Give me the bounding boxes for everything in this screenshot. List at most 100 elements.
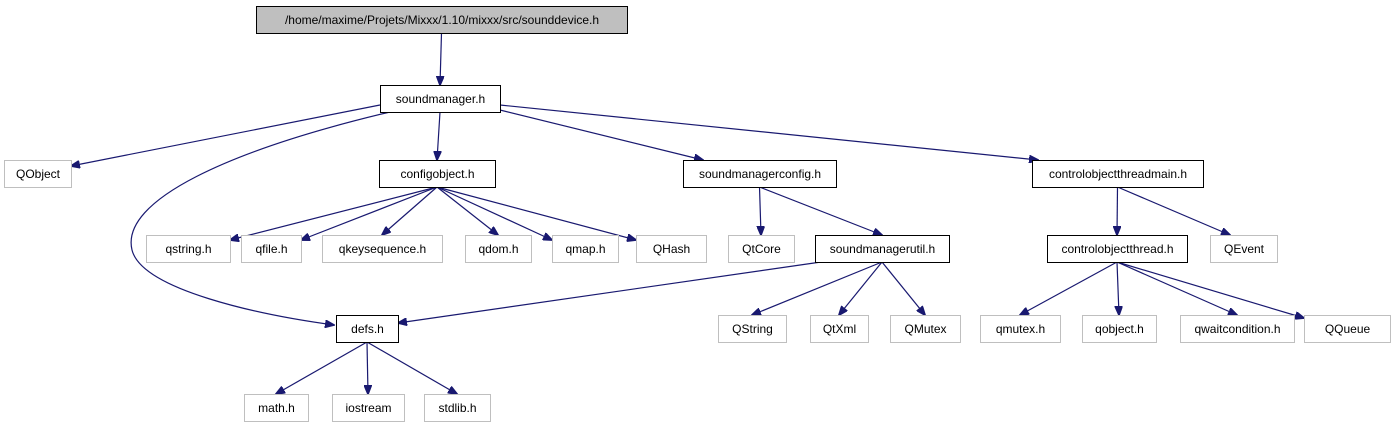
node-box [4, 160, 72, 188]
edge-controlobjectthread-to-QQueue [1116, 261, 1304, 318]
edge-controlobjectthread-to-qobject [1117, 261, 1119, 315]
node-label: qfile.h [255, 242, 287, 256]
node-box [380, 85, 501, 113]
node-box [683, 160, 837, 188]
node-soundmanagerconfig[interactable]: soundmanagerconfig.h [683, 160, 837, 188]
edge-sounddevice-to-soundmanager [440, 32, 442, 85]
node-box [336, 315, 399, 343]
node-box [1047, 235, 1188, 263]
node-box [1032, 160, 1204, 188]
node-qobject: qobject.h [1082, 315, 1157, 343]
node-box [332, 394, 405, 422]
node-box [718, 315, 787, 343]
edge-configobject-to-qdom [436, 186, 498, 235]
node-label: math.h [258, 401, 295, 415]
node-configobject[interactable]: configobject.h [379, 160, 496, 188]
node-label: soundmanagerconfig.h [699, 167, 821, 181]
edge-soundmanager-to-soundmanagerconfig [499, 109, 703, 160]
node-QEvent: QEvent [1210, 235, 1278, 263]
edge-soundmanager-to-configobject [437, 111, 440, 160]
node-qdom: qdom.h [465, 235, 532, 263]
edge-defs-to-math [276, 341, 368, 394]
node-label: qdom.h [478, 242, 518, 256]
edge-soundmanagerutil-to-defs [398, 261, 822, 323]
node-label: controlobjectthread.h [1061, 242, 1173, 256]
node-label: configobject.h [400, 167, 474, 181]
edge-defs-to-stdlib [366, 341, 457, 394]
node-stdlib: stdlib.h [424, 394, 491, 422]
node-label: stdlib.h [438, 401, 476, 415]
edge-soundmanagerutil-to-QString [752, 261, 883, 315]
node-label: controlobjectthreadmain.h [1049, 167, 1187, 181]
node-label: QtCore [742, 242, 781, 256]
edge-soundmanager-to-controlobjectthreadmain [499, 104, 1038, 160]
node-box [244, 394, 309, 422]
edge-controlobjectthread-to-qwaitcondition [1116, 261, 1237, 315]
node-qmutex: qmutex.h [980, 315, 1061, 343]
node-box [728, 235, 795, 263]
node-label: iostream [345, 401, 391, 415]
edge-controlobjectthreadmain-to-QEvent [1117, 186, 1231, 235]
node-label: soundmanager.h [396, 92, 485, 106]
node-QtXml: QtXml [810, 315, 869, 343]
node-label: QObject [16, 167, 61, 181]
node-box [241, 235, 302, 263]
node-controlobjectthreadmain[interactable]: controlobjectthreadmain.h [1032, 160, 1204, 188]
node-box [424, 394, 491, 422]
node-QObject: QObject [4, 160, 72, 188]
node-QMutex: QMutex [890, 315, 961, 343]
node-label: QMutex [904, 322, 946, 336]
edge-configobject-to-qfile [301, 186, 438, 240]
node-controlobjectthread[interactable]: controlobjectthread.h [1047, 235, 1188, 263]
node-label: qmap.h [565, 242, 605, 256]
edge-soundmanagerutil-to-QMutex [881, 261, 925, 315]
node-label: QHash [653, 242, 690, 256]
node-QQueue: QQueue [1304, 315, 1391, 343]
edge-soundmanagerutil-to-QtXml [839, 261, 883, 315]
edge-controlobjectthreadmain-to-controlobjectthread [1117, 186, 1118, 235]
node-iostream: iostream [332, 394, 405, 422]
node-qkeysequence: qkeysequence.h [322, 235, 443, 263]
node-label: qmutex.h [996, 322, 1045, 336]
node-label: soundmanagerutil.h [830, 242, 935, 256]
node-box [465, 235, 532, 263]
edge-soundmanager-to-QObject [71, 104, 381, 166]
node-soundmanager[interactable]: soundmanager.h [380, 85, 501, 113]
node-qfile: qfile.h [241, 235, 302, 263]
node-box [815, 235, 950, 263]
edge-soundmanagerconfig-to-soundmanagerutil [759, 186, 883, 235]
edge-configobject-to-qstring [230, 186, 438, 240]
node-box [890, 315, 961, 343]
edge-controlobjectthread-to-qmutex [1020, 261, 1118, 315]
nodes-layer: /home/maxime/Projets/Mixxx/1.10/mixxx/sr… [4, 6, 1391, 422]
node-label: QEvent [1224, 242, 1265, 256]
node-box [1304, 315, 1391, 343]
node-label: qstring.h [165, 242, 211, 256]
node-label: QQueue [1325, 322, 1371, 336]
edge-defs-to-iostream [367, 341, 368, 394]
edge-soundmanager-to-defs [130, 111, 391, 325]
node-math: math.h [244, 394, 309, 422]
node-QString: QString [718, 315, 787, 343]
node-box [322, 235, 443, 263]
node-label: qobject.h [1095, 322, 1144, 336]
node-box [379, 160, 496, 188]
edge-configobject-to-QHash [436, 186, 636, 240]
node-QtCore: QtCore [728, 235, 795, 263]
edges-layer [71, 32, 1304, 394]
node-box [980, 315, 1061, 343]
node-QHash: QHash [636, 235, 707, 263]
node-box [810, 315, 869, 343]
node-sounddevice[interactable]: /home/maxime/Projets/Mixxx/1.10/mixxx/sr… [256, 6, 628, 34]
node-box [1210, 235, 1278, 263]
node-label: qwaitcondition.h [1194, 322, 1280, 336]
node-box [552, 235, 619, 263]
node-soundmanagerutil[interactable]: soundmanagerutil.h [815, 235, 950, 263]
node-box [1180, 315, 1295, 343]
node-label: QtXml [823, 322, 856, 336]
node-box [1082, 315, 1157, 343]
node-defs[interactable]: defs.h [336, 315, 399, 343]
node-box [256, 6, 628, 34]
node-qstring: qstring.h [146, 235, 231, 263]
